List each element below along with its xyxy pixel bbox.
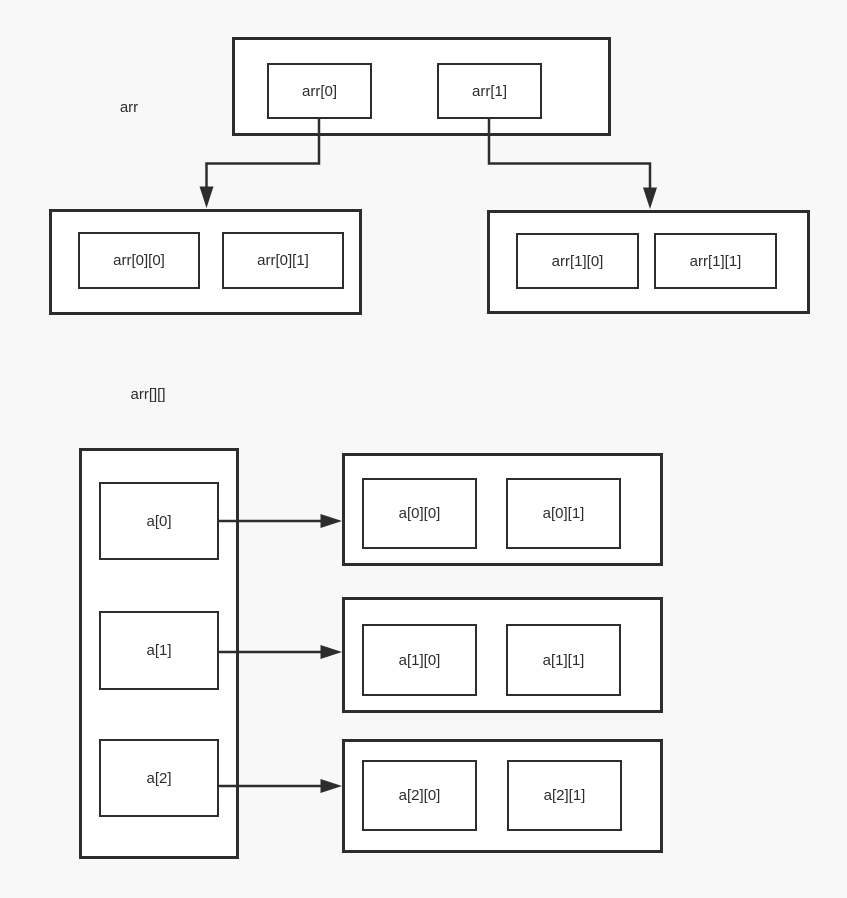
cell-a-2: a[2] (99, 739, 219, 817)
cell-a-2-label: a[2] (146, 769, 172, 787)
cell-a-2-1-label: a[2][1] (543, 787, 586, 804)
cell-a-0-0-label: a[0][0] (398, 505, 441, 522)
cell-arr-0-1: arr[0][1] (222, 232, 344, 289)
cell-a-1-0-label: a[1][0] (398, 651, 441, 669)
cell-a-0-0: a[0][0] (362, 478, 477, 549)
cell-a-1-label: a[1] (146, 642, 172, 659)
cell-arr-1-1-label: arr[1][1] (689, 252, 742, 270)
cell-a-2-0: a[2][0] (362, 760, 477, 831)
cell-a-0-1-label: a[0][1] (542, 505, 585, 522)
cell-arr-0-1-label: arr[0][1] (257, 252, 309, 269)
cell-arr-1-0: arr[1][0] (516, 233, 639, 289)
cell-a-1-1-label: a[1][1] (542, 651, 585, 669)
cell-arr-1-0-label: arr[1][0] (551, 252, 604, 270)
cell-arr-0: arr[0] (267, 63, 372, 119)
cell-arr-1-label: arr[1] (471, 82, 507, 100)
cell-arr-0-0: arr[0][0] (78, 232, 200, 289)
cell-arr-1-1: arr[1][1] (654, 233, 777, 289)
cell-a-1: a[1] (99, 611, 219, 690)
cell-a-2-1: a[2][1] (507, 760, 622, 831)
cell-arr-0-label: arr[0] (301, 82, 337, 100)
cell-arr-1: arr[1] (437, 63, 542, 119)
cell-a-0-label: a[0] (146, 512, 172, 530)
cell-arr-0-0-label: arr[0][0] (113, 252, 165, 269)
cell-a-2-0-label: a[2][0] (398, 787, 441, 804)
top-diagram-label: arr (119, 99, 139, 116)
bottom-diagram-label: arr[][] (130, 386, 166, 403)
cell-a-1-1: a[1][1] (506, 624, 621, 696)
cell-a-0: a[0] (99, 482, 219, 560)
cell-a-0-1: a[0][1] (506, 478, 621, 549)
cell-a-1-0: a[1][0] (362, 624, 477, 696)
